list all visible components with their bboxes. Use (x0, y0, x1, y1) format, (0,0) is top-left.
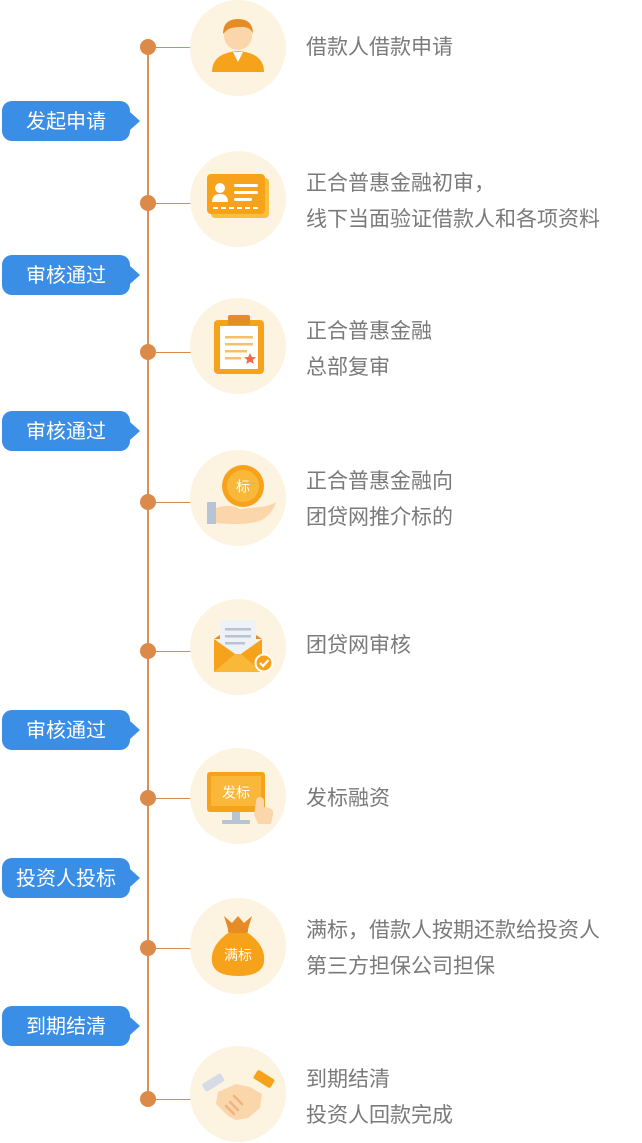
step-icon-circle (190, 599, 286, 695)
timeline-dot (140, 940, 156, 956)
step-description: 借款人借款申请 (306, 29, 453, 65)
step-text-line: 发标融资 (306, 786, 390, 810)
timeline-dot (140, 643, 156, 659)
stage-label: 到期结清 (2, 1006, 130, 1046)
step-description: 正合普惠金融向 团贷网推介标的 (306, 463, 453, 535)
timeline-connector (156, 352, 192, 353)
step-description: 到期结清 投资人回款完成 (306, 1061, 453, 1133)
step-description: 团贷网审核 (306, 627, 411, 663)
timeline-dot (140, 195, 156, 211)
coin-in-hand-icon: 标 (207, 465, 276, 524)
timeline-connector (156, 203, 192, 204)
screen-label: 发标 (222, 786, 250, 802)
timeline-dot (140, 344, 156, 360)
step-icon-circle (190, 298, 286, 394)
timeline-dot (140, 494, 156, 510)
stage-label: 投资人投标 (2, 858, 130, 898)
id-card-icon (207, 174, 269, 218)
stage-pointer (130, 266, 140, 284)
envelope-approved-icon (214, 620, 274, 673)
stage-label: 发起申请 (2, 101, 130, 141)
timeline-connector (156, 502, 192, 503)
coin-label: 标 (236, 480, 250, 496)
timeline-vertical-line (147, 47, 149, 1099)
step-icon-circle (190, 151, 286, 247)
step-text-line: 借款人借款申请 (306, 35, 453, 59)
bag-label: 满标 (224, 948, 252, 964)
step-description: 满标，借款人按期还款给投资人 第三方担保公司担保 (306, 912, 600, 984)
step-text-line: 团贷网推介标的 (306, 505, 453, 529)
step-icon-circle: 发标 (190, 748, 286, 844)
stage-label: 审核通过 (2, 411, 130, 451)
step-text-line: 到期结清 (306, 1067, 390, 1091)
step-text-line: 团贷网审核 (306, 633, 411, 657)
handshake-icon (202, 1070, 275, 1120)
stage-pointer (130, 112, 140, 130)
timeline-dot (140, 39, 156, 55)
step-icon-circle (190, 0, 286, 96)
stage-pointer (130, 721, 140, 739)
stage-label: 审核通过 (2, 255, 130, 295)
step-icon-circle (190, 1046, 286, 1142)
timeline-connector (156, 1099, 192, 1100)
monitor-publish-icon: 发标 (207, 772, 274, 824)
user-avatar-icon (212, 19, 264, 72)
stage-label: 审核通过 (2, 710, 130, 750)
timeline-connector (156, 651, 192, 652)
step-description: 正合普惠金融初审， 线下当面验证借款人和各项资料 (306, 165, 600, 237)
timeline-dot (140, 1091, 156, 1107)
step-text-line: 正合普惠金融 (306, 319, 432, 343)
step-text-line: 总部复审 (306, 355, 390, 379)
step-text-line: 正合普惠金融初审， (306, 171, 495, 195)
stage-pointer (130, 422, 140, 440)
step-icon-circle: 满标 (190, 898, 286, 994)
stage-pointer (130, 869, 140, 887)
step-text-line: 满标，借款人按期还款给投资人 (306, 918, 600, 942)
step-text-line: 第三方担保公司担保 (306, 954, 495, 978)
step-description: 发标融资 (306, 780, 390, 816)
step-text-line: 正合普惠金融向 (306, 469, 453, 493)
timeline-connector (156, 948, 192, 949)
step-text-line: 投资人回款完成 (306, 1103, 453, 1127)
step-icon-circle: 标 (190, 450, 286, 546)
clipboard-document-icon (214, 315, 264, 374)
step-description: 正合普惠金融 总部复审 (306, 313, 432, 385)
money-bag-icon: 满标 (211, 916, 265, 976)
timeline-connector (156, 47, 192, 48)
timeline-connector (156, 798, 192, 799)
stage-pointer (130, 1017, 140, 1035)
timeline-dot (140, 790, 156, 806)
step-text-line: 线下当面验证借款人和各项资料 (306, 207, 600, 231)
